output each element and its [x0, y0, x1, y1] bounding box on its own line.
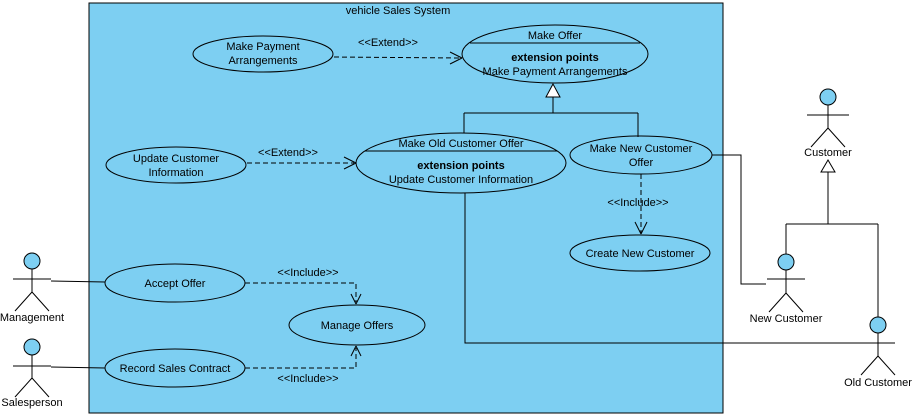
- usecase-label: Make Old Customer Offer: [398, 138, 523, 150]
- extend-label: <<Extend>>: [358, 37, 418, 49]
- usecase-label: Make New Customer: [590, 143, 693, 155]
- system-boundary-box[interactable]: [88, 2, 724, 414]
- include-connector-create-new-customer[interactable]: <<Include>>: [607, 174, 669, 235]
- extension-point: Update Customer Information: [389, 174, 533, 186]
- actor-salesperson[interactable]: Salesperson: [1, 338, 63, 409]
- extension-point: Make Payment Arrangements: [483, 66, 628, 78]
- actor-old-customer[interactable]: Old Customer: [844, 316, 912, 389]
- include-label: <<Include>>: [277, 373, 338, 385]
- system-boundary[interactable]: vehicle Sales System: [88, 2, 724, 414]
- actor-label: Old Customer: [844, 377, 912, 389]
- actor-management[interactable]: Management: [0, 252, 64, 324]
- generalization-customer[interactable]: [785, 159, 879, 317]
- generalization-offers[interactable]: [463, 82, 639, 137]
- association-new-customer-offer[interactable]: [712, 154, 766, 285]
- usecase-make-old-customer-offer[interactable]: Make Old Customer Offer extension points…: [355, 132, 567, 194]
- actor-label: Customer: [804, 147, 852, 159]
- usecase-record-sales-contract[interactable]: Record Sales Contract: [104, 348, 246, 388]
- extension-points-header: extension points: [417, 160, 504, 172]
- usecase-label: Accept Offer: [145, 278, 206, 290]
- usecase-create-new-customer[interactable]: Create New Customer: [569, 234, 711, 272]
- extend-connector-update-customer[interactable]: <<Extend>>: [247, 147, 357, 170]
- actor-customer[interactable]: Customer: [804, 88, 852, 159]
- usecase-make-payment-arrangements[interactable]: Make Payment Arrangements: [192, 35, 334, 73]
- usecase-label: Make Payment: [226, 41, 299, 53]
- include-label: <<Include>>: [607, 197, 668, 209]
- actor-head-icon: [23, 252, 41, 270]
- actor-head-icon: [819, 88, 837, 106]
- usecase-label: Information: [148, 167, 203, 179]
- actor-head-icon: [777, 253, 795, 271]
- usecase-label: Manage Offers: [321, 320, 394, 332]
- actor-label: Management: [0, 312, 64, 324]
- actor-head-icon: [869, 316, 887, 334]
- include-connector-accept-offer[interactable]: <<Include>>: [245, 267, 362, 305]
- system-title: vehicle Sales System: [346, 5, 451, 17]
- usecase-make-new-customer-offer[interactable]: Make New Customer Offer: [569, 135, 713, 175]
- usecase-accept-offer[interactable]: Accept Offer: [104, 263, 246, 303]
- actor-label: New Customer: [750, 313, 823, 325]
- extend-connector-make-payment[interactable]: <<Extend>>: [333, 37, 463, 65]
- usecase-label: Arrangements: [228, 55, 298, 67]
- usecase-label: Create New Customer: [586, 248, 695, 260]
- actor-new-customer[interactable]: New Customer: [750, 253, 823, 325]
- association-old-customer-offer[interactable]: [464, 193, 857, 344]
- usecase-label: Offer: [629, 157, 654, 169]
- usecase-manage-offers[interactable]: Manage Offers: [288, 304, 426, 346]
- usecase-label: Update Customer: [133, 153, 220, 165]
- include-connector-record-sales[interactable]: <<Include>>: [245, 345, 362, 385]
- association-management-accept[interactable]: [50, 280, 106, 283]
- actor-head-icon: [23, 338, 41, 356]
- extend-label: <<Extend>>: [258, 147, 318, 159]
- actor-label: Salesperson: [1, 397, 62, 409]
- usecase-label: Record Sales Contract: [120, 363, 231, 375]
- usecase-make-offer[interactable]: Make Offer extension points Make Payment…: [461, 24, 649, 84]
- usecase-label: Make Offer: [528, 30, 583, 42]
- usecase-update-customer-information[interactable]: Update Customer Information: [105, 146, 247, 184]
- association-salesperson-record[interactable]: [50, 366, 106, 369]
- include-label: <<Include>>: [277, 267, 338, 279]
- extension-points-header: extension points: [511, 52, 598, 64]
